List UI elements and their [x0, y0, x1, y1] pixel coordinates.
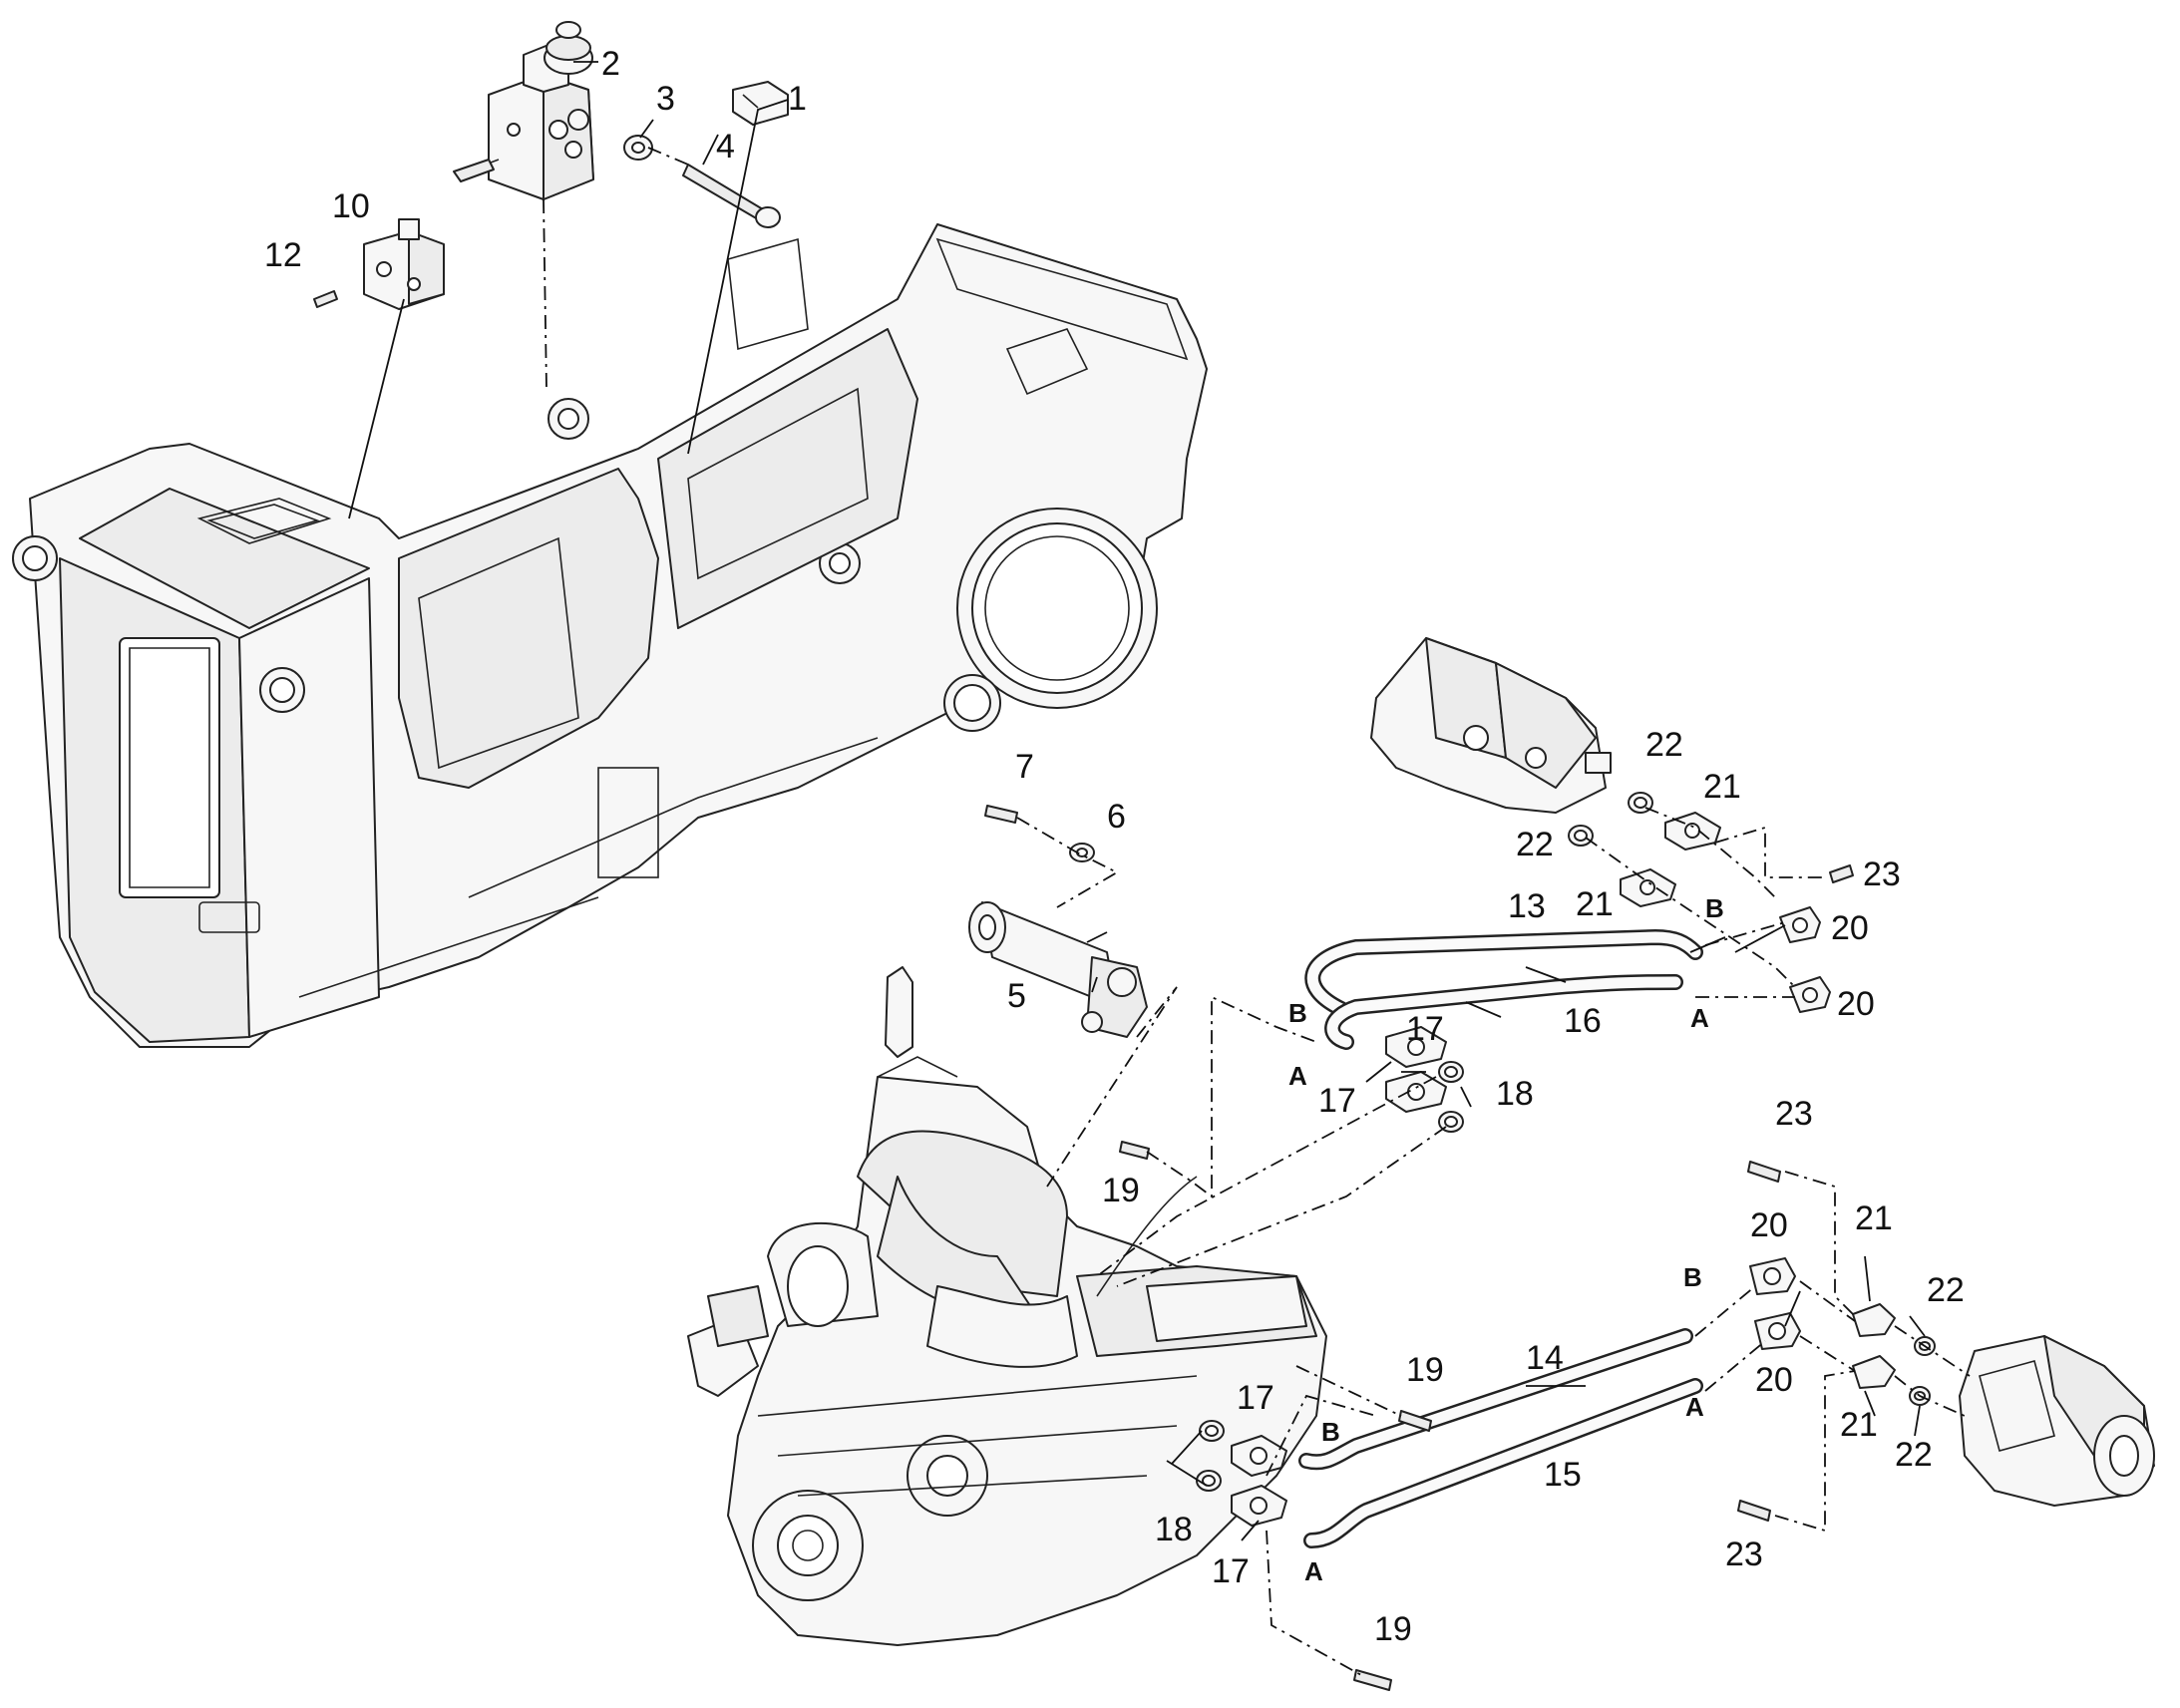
- callout-12: 12: [264, 236, 302, 274]
- assembly-lines: [543, 147, 1971, 1676]
- clip: [732, 81, 789, 126]
- callout-20d: 20: [1755, 1361, 1793, 1399]
- callout-19c: 19: [1374, 1610, 1412, 1648]
- screw-12: [313, 290, 338, 308]
- bolt-7: [984, 805, 1018, 824]
- callout-17a: 17: [1406, 1010, 1444, 1048]
- callout-2: 2: [601, 45, 620, 83]
- callout-1: 1: [788, 80, 807, 118]
- filter-assembly: [968, 901, 1148, 1038]
- callout-17c: 17: [1237, 1379, 1274, 1417]
- callout-22a: 22: [1645, 726, 1683, 764]
- callout-18b: 18: [1155, 1511, 1193, 1548]
- callout-23b: 23: [1775, 1095, 1813, 1133]
- callout-19a: 19: [1102, 1172, 1140, 1209]
- callout-17d: 17: [1212, 1552, 1250, 1590]
- callout-20c: 20: [1750, 1206, 1788, 1244]
- port-label-a: A: [1685, 1392, 1704, 1422]
- hose-14: [1298, 1328, 1693, 1471]
- callout-23c: 23: [1725, 1536, 1763, 1573]
- callout-21b: 21: [1576, 885, 1614, 923]
- fittings-lower-right: [1737, 1161, 1936, 1522]
- callout-3: 3: [656, 80, 675, 118]
- port-label-b: B: [1321, 1417, 1340, 1447]
- callout-20b: 20: [1837, 985, 1875, 1023]
- washer-6: [1069, 843, 1095, 862]
- port-label-b: B: [1705, 893, 1724, 923]
- callout-labels: 2 1 3 4 10 12 7 6 5 22 21 22 21 23 13 20…: [264, 45, 1965, 1648]
- callout-4: 4: [716, 128, 735, 166]
- callout-18a: 18: [1496, 1075, 1534, 1113]
- bolt: [682, 164, 781, 228]
- callout-20a: 20: [1831, 909, 1869, 947]
- callout-17b: 17: [1318, 1082, 1356, 1120]
- port-label-a: A: [1288, 1061, 1307, 1091]
- hydraulic-motor: [1959, 1335, 2155, 1507]
- hydraulic-pump: [1370, 637, 1612, 814]
- callout-22b: 22: [1516, 826, 1554, 863]
- callout-19b: 19: [1406, 1351, 1444, 1389]
- callout-7: 7: [1015, 748, 1034, 786]
- callout-21c: 21: [1855, 1199, 1893, 1237]
- callout-10: 10: [332, 187, 370, 225]
- elbow-fittings-upper: [1779, 906, 1831, 1013]
- callout-13: 13: [1508, 887, 1546, 925]
- port-label-b: B: [1288, 998, 1307, 1028]
- leader-lines: [348, 61, 1926, 1541]
- flange-set-mid: [1119, 1026, 1464, 1160]
- hose-15: [1303, 1378, 1703, 1548]
- callout-15: 15: [1544, 1456, 1582, 1494]
- small-valve: [363, 218, 445, 310]
- callout-21d: 21: [1840, 1406, 1878, 1444]
- port-label-a: A: [1690, 1003, 1709, 1033]
- callout-14: 14: [1526, 1339, 1564, 1377]
- port-label-b: B: [1683, 1262, 1702, 1292]
- valve-block: [453, 21, 594, 200]
- chassis-frame: [12, 223, 1208, 1048]
- port-labels: B A B A B A B A: [1288, 893, 1724, 1586]
- hose-13: [1304, 928, 1703, 1017]
- engine: [687, 966, 1327, 1646]
- callout-22c: 22: [1927, 1271, 1965, 1309]
- hose-16: [1324, 974, 1683, 1050]
- callout-5: 5: [1007, 977, 1026, 1015]
- callout-21a: 21: [1703, 768, 1741, 806]
- flange-set-lower: [1196, 1410, 1432, 1691]
- callout-6: 6: [1107, 798, 1126, 836]
- port-label-a: A: [1304, 1556, 1323, 1586]
- callout-16: 16: [1564, 1002, 1602, 1040]
- washer: [623, 135, 653, 161]
- callout-23a: 23: [1863, 855, 1901, 893]
- callout-22d: 22: [1895, 1436, 1933, 1474]
